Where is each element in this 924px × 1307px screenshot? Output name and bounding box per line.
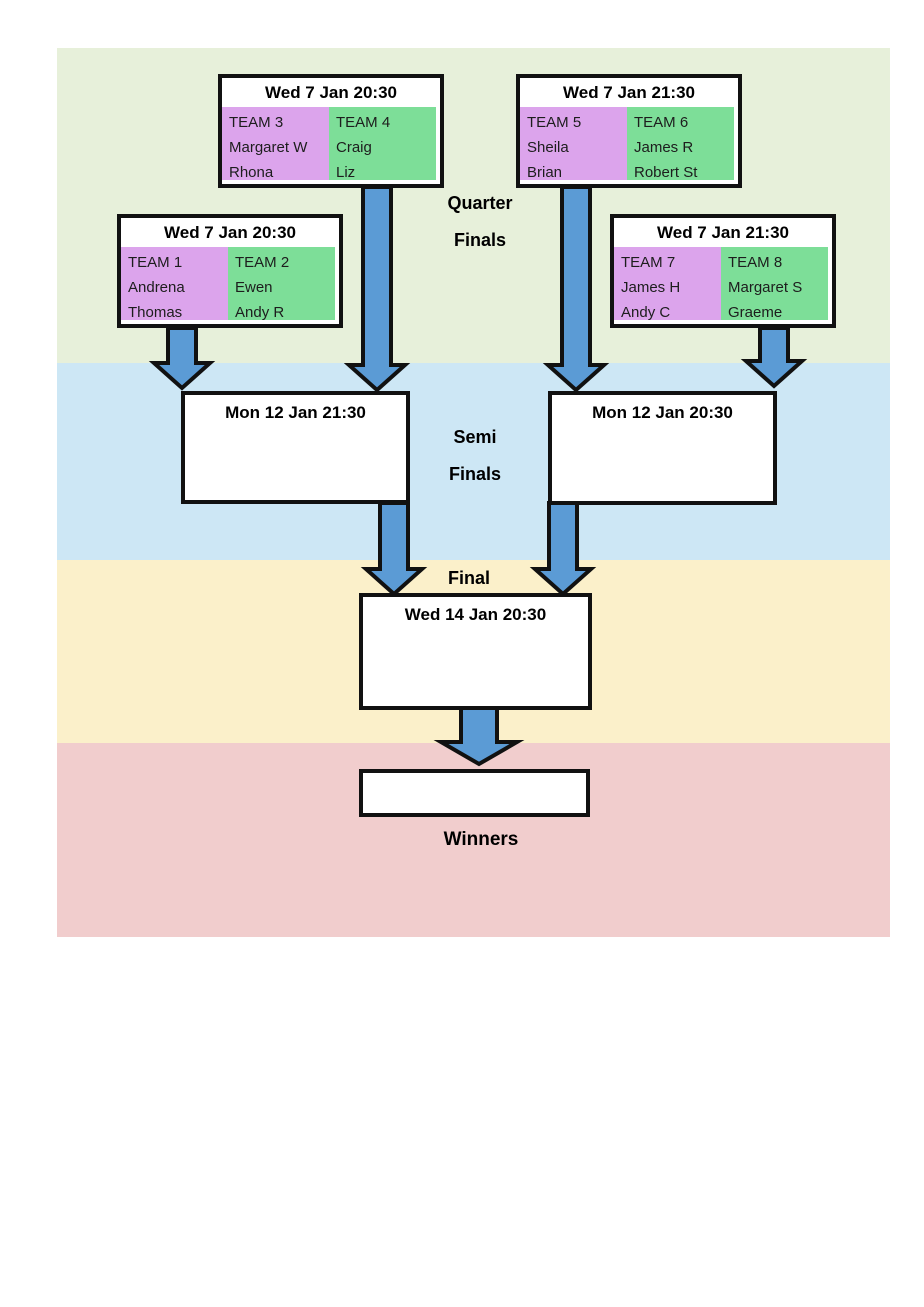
match-datetime: Mon 12 Jan 20:30 (592, 403, 733, 422)
down-arrow-semi1-to-final (360, 501, 428, 597)
team-name: TEAM 4 (336, 114, 391, 131)
match-box-qf-team7-team8: Wed 7 Jan 21:30 TEAM 7 James H Andy C TE… (610, 214, 836, 328)
match-datetime: Wed 14 Jan 20:30 (404, 605, 547, 624)
team-name: TEAM 2 (235, 254, 290, 271)
match-body: TEAM 5 Sheila Brian TEAM 6 James R Rober… (520, 107, 738, 184)
match-datetime: Wed 7 Jan 21:30 (563, 83, 695, 102)
match-body: TEAM 7 James H Andy C TEAM 8 Margaret S … (614, 247, 832, 324)
team-name: TEAM 1 (128, 254, 183, 271)
team-name: TEAM 3 (229, 114, 284, 131)
team-cell-left: TEAM 1 Andrena Thomas (121, 247, 228, 321)
stage-label-final: Final (447, 568, 490, 588)
team-cell-right: TEAM 6 James R Robert St (627, 107, 734, 181)
player-name: Thomas (128, 304, 183, 321)
match-datetime: Wed 7 Jan 20:30 (164, 223, 296, 242)
match-box-semi-left: Mon 12 Jan 21:30 (181, 391, 410, 504)
winner-box (359, 769, 590, 817)
down-arrow-qf4-to-semi2 (740, 326, 808, 389)
team-cell-left: TEAM 3 Margaret W Rhona (222, 107, 329, 181)
down-arrow-qf2-to-semi2 (542, 185, 610, 393)
player-name: Craig (336, 139, 372, 156)
player-name: James R (634, 139, 694, 156)
player-name: Ewen (235, 279, 273, 296)
stage-label-line: Finals (448, 464, 501, 484)
down-arrow-final-to-winners (433, 706, 525, 767)
match-box-semi-right: Mon 12 Jan 20:30 (548, 391, 777, 505)
match-datetime: Mon 12 Jan 21:30 (225, 403, 366, 422)
match-box-final: Wed 14 Jan 20:30 (359, 593, 592, 710)
player-name: Andy R (235, 304, 285, 321)
down-arrow-semi2-to-final (529, 501, 597, 597)
stage-label-quarter-finals: Quarter Finals (425, 185, 535, 259)
match-datetime: Wed 7 Jan 20:30 (265, 83, 397, 102)
match-box-qf-team3-team4: Wed 7 Jan 20:30 TEAM 3 Margaret W Rhona … (218, 74, 444, 188)
team-name: TEAM 8 (728, 254, 783, 271)
stage-label-line: Semi (453, 427, 497, 447)
player-name: Margaret S (728, 279, 803, 296)
down-arrow-qf1-to-semi1 (343, 185, 411, 393)
player-name: Margaret W (229, 139, 308, 156)
team-cell-right: TEAM 4 Craig Liz (329, 107, 436, 181)
match-box-qf-team5-team6: Wed 7 Jan 21:30 TEAM 5 Sheila Brian TEAM… (516, 74, 742, 188)
player-name: Sheila (527, 139, 569, 156)
team-name: TEAM 6 (634, 114, 689, 131)
team-cell-right: TEAM 2 Ewen Andy R (228, 247, 335, 321)
stage-label-line: Quarter (447, 193, 513, 213)
player-name: Andrena (128, 279, 185, 296)
match-datetime: Wed 7 Jan 21:30 (657, 223, 789, 242)
team-cell-left: TEAM 7 James H Andy C (614, 247, 721, 321)
player-name: Graeme (728, 304, 783, 321)
stage-label-line: Finals (453, 230, 506, 250)
player-name: Andy C (621, 304, 671, 321)
stage-label-winners: Winners (443, 829, 519, 850)
stage-label-semi-finals: Semi Finals (420, 419, 530, 493)
match-body: TEAM 1 Andrena Thomas TEAM 2 Ewen Andy R (121, 247, 339, 324)
team-cell-left: TEAM 5 Sheila Brian (520, 107, 627, 181)
team-cell-right: TEAM 8 Margaret S Graeme (721, 247, 828, 321)
down-arrow-qf3-to-semi1 (148, 326, 216, 391)
player-name: Brian (527, 164, 563, 181)
player-name: Rhona (229, 164, 274, 181)
player-name: Liz (336, 164, 356, 181)
match-box-qf-team1-team2: Wed 7 Jan 20:30 TEAM 1 Andrena Thomas TE… (117, 214, 343, 328)
team-name: TEAM 7 (621, 254, 676, 271)
team-name: TEAM 5 (527, 114, 582, 131)
player-name: Robert St (634, 164, 698, 181)
player-name: James H (621, 279, 681, 296)
match-body: TEAM 3 Margaret W Rhona TEAM 4 Craig Liz (222, 107, 440, 184)
